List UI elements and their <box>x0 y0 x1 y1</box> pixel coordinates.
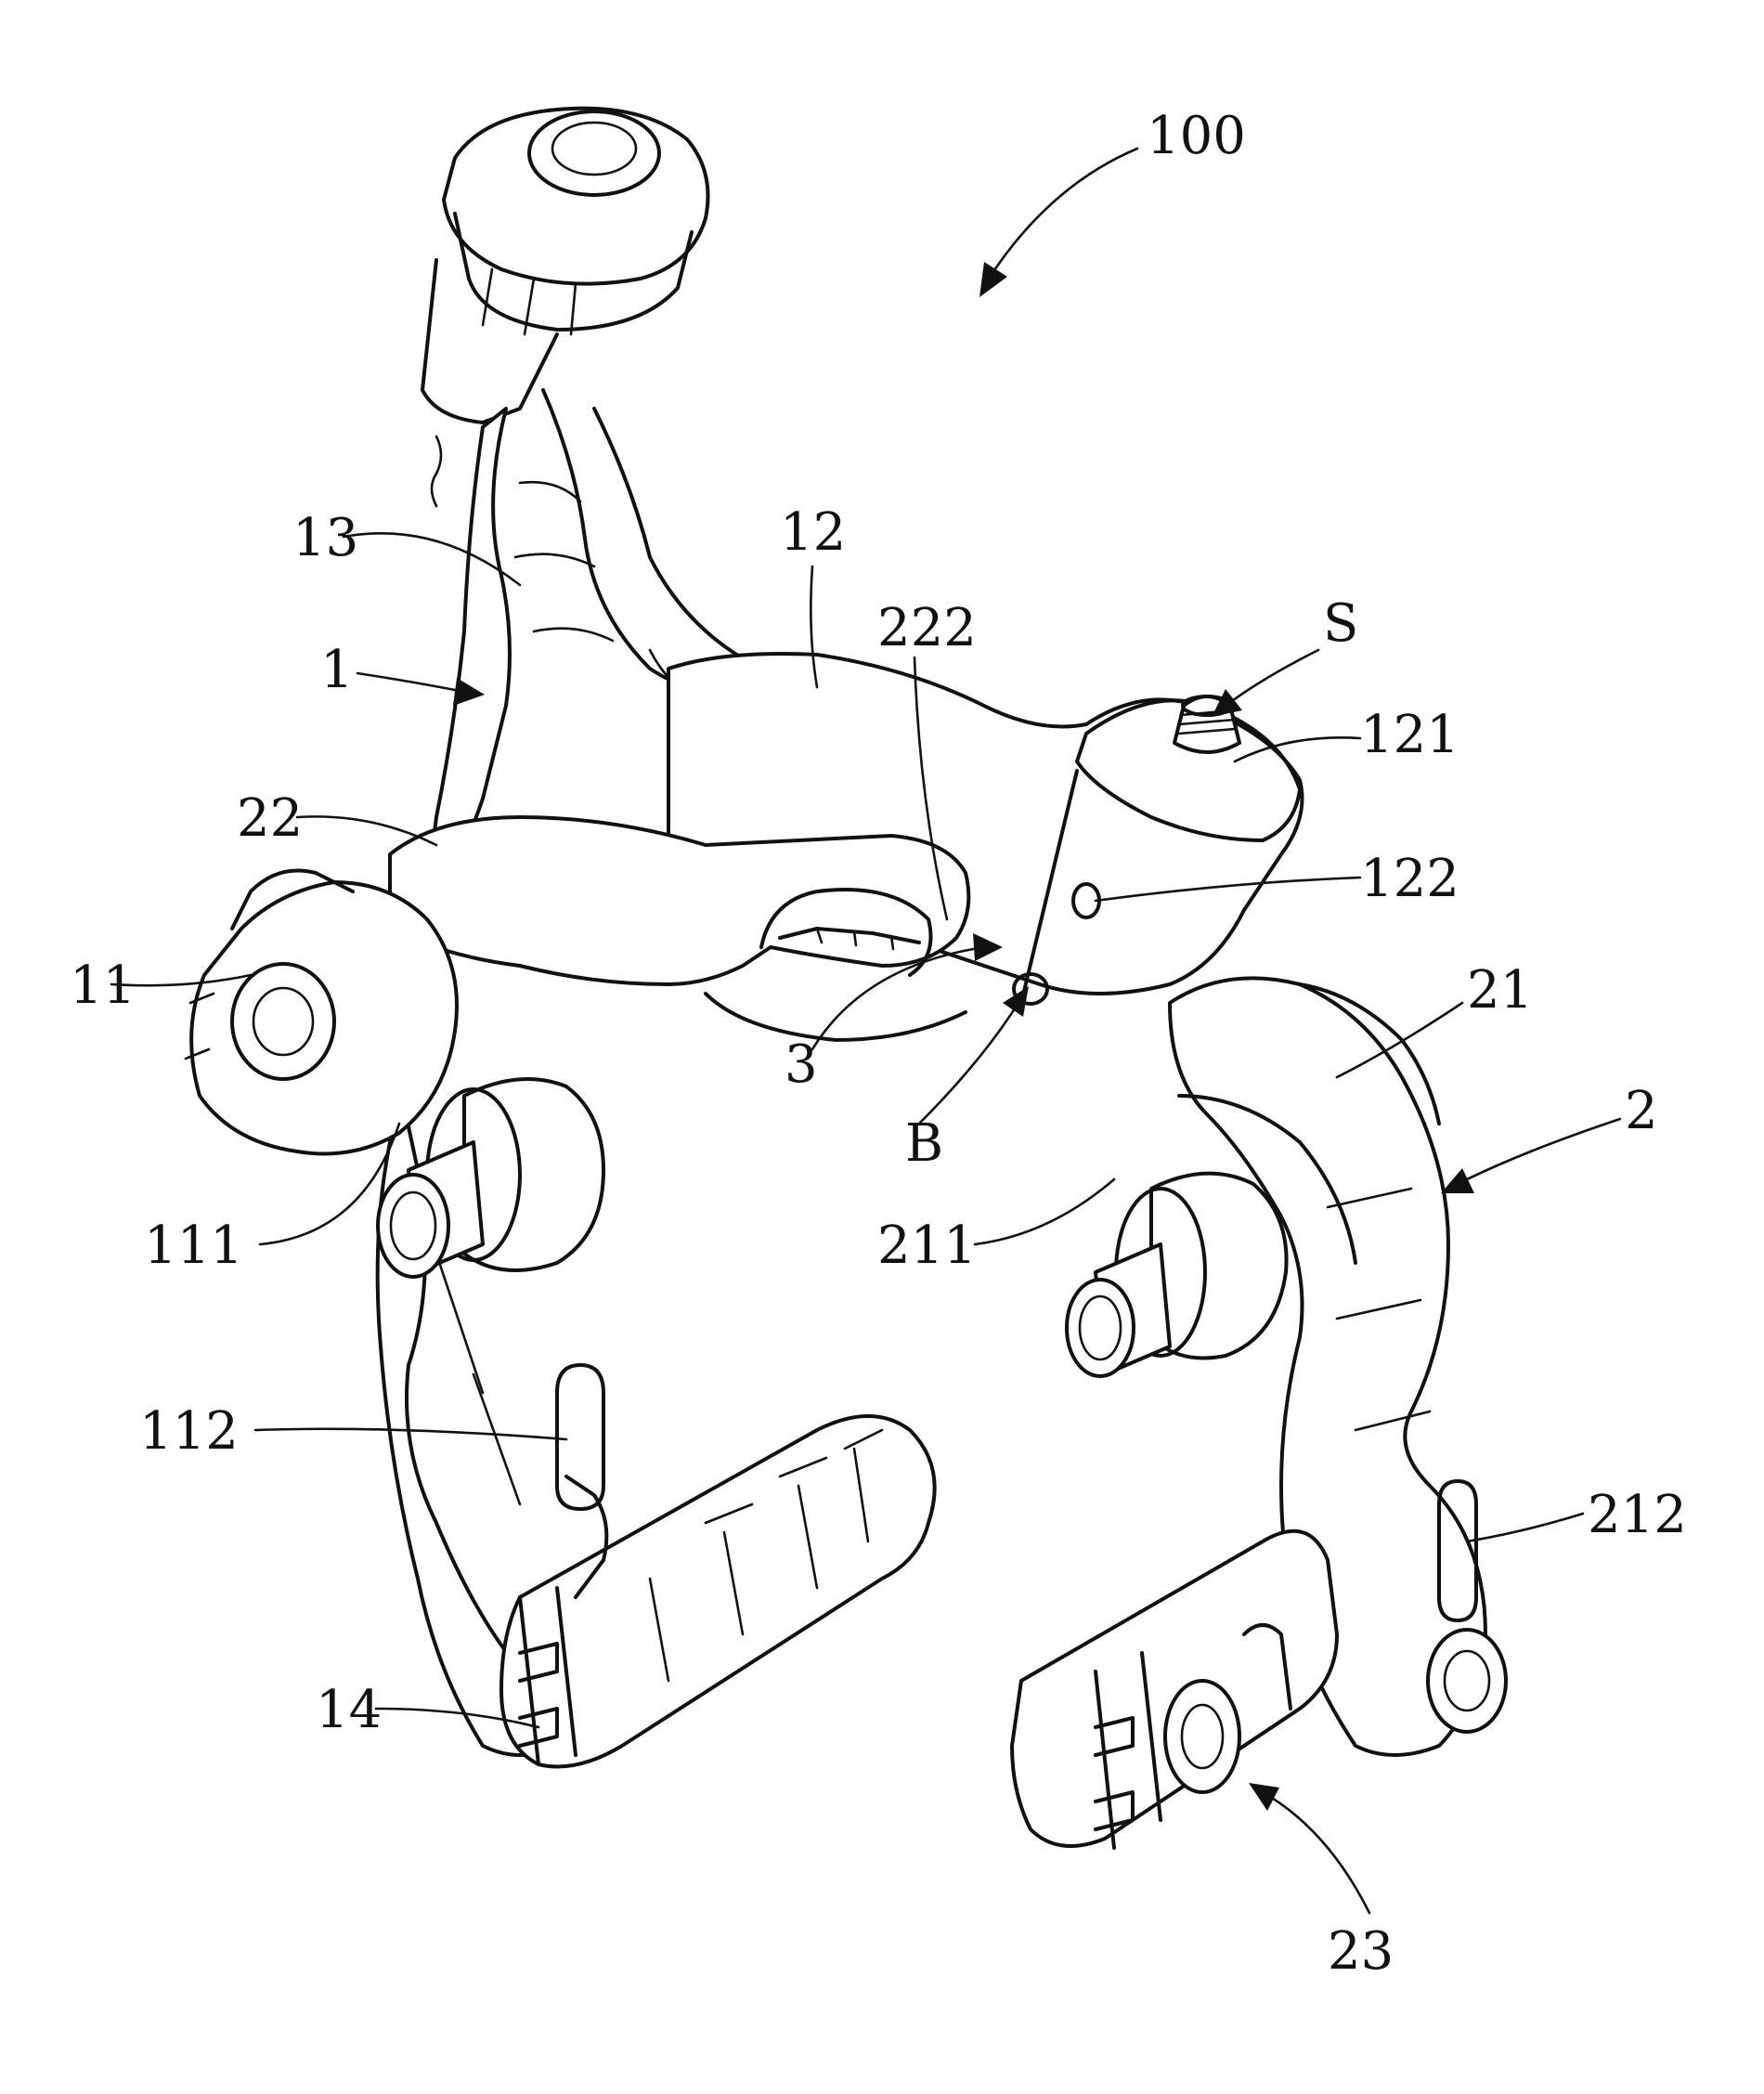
label-100: 100 <box>1147 106 1246 166</box>
label-3: 3 <box>785 1034 818 1095</box>
label-112: 112 <box>139 1401 239 1462</box>
label-22: 22 <box>237 788 303 849</box>
label-23: 23 <box>1328 1921 1394 1982</box>
label-121: 121 <box>1360 705 1459 765</box>
label-13: 13 <box>292 508 358 568</box>
label-211: 211 <box>877 1216 977 1276</box>
first-brake-pad <box>501 1416 935 1767</box>
label-s: S <box>1323 593 1358 654</box>
label-212: 212 <box>1588 1485 1687 1545</box>
label-222: 222 <box>877 598 977 658</box>
label-1: 1 <box>320 640 354 700</box>
label-11: 11 <box>70 956 136 1016</box>
right-pivot-shaft <box>1067 1174 1287 1376</box>
label-111: 111 <box>144 1216 243 1276</box>
label-b: B <box>905 1113 943 1174</box>
label-12: 12 <box>780 502 846 563</box>
label-122: 122 <box>1360 849 1459 909</box>
second-arm-link <box>390 817 968 1040</box>
second-brake-pad <box>1012 1531 1337 1848</box>
left-pivot-part <box>186 871 457 1154</box>
label-2: 2 <box>1625 1081 1658 1141</box>
label-21: 21 <box>1467 960 1533 1021</box>
caliper-drawing <box>186 109 1506 1848</box>
label-14: 14 <box>316 1680 382 1740</box>
